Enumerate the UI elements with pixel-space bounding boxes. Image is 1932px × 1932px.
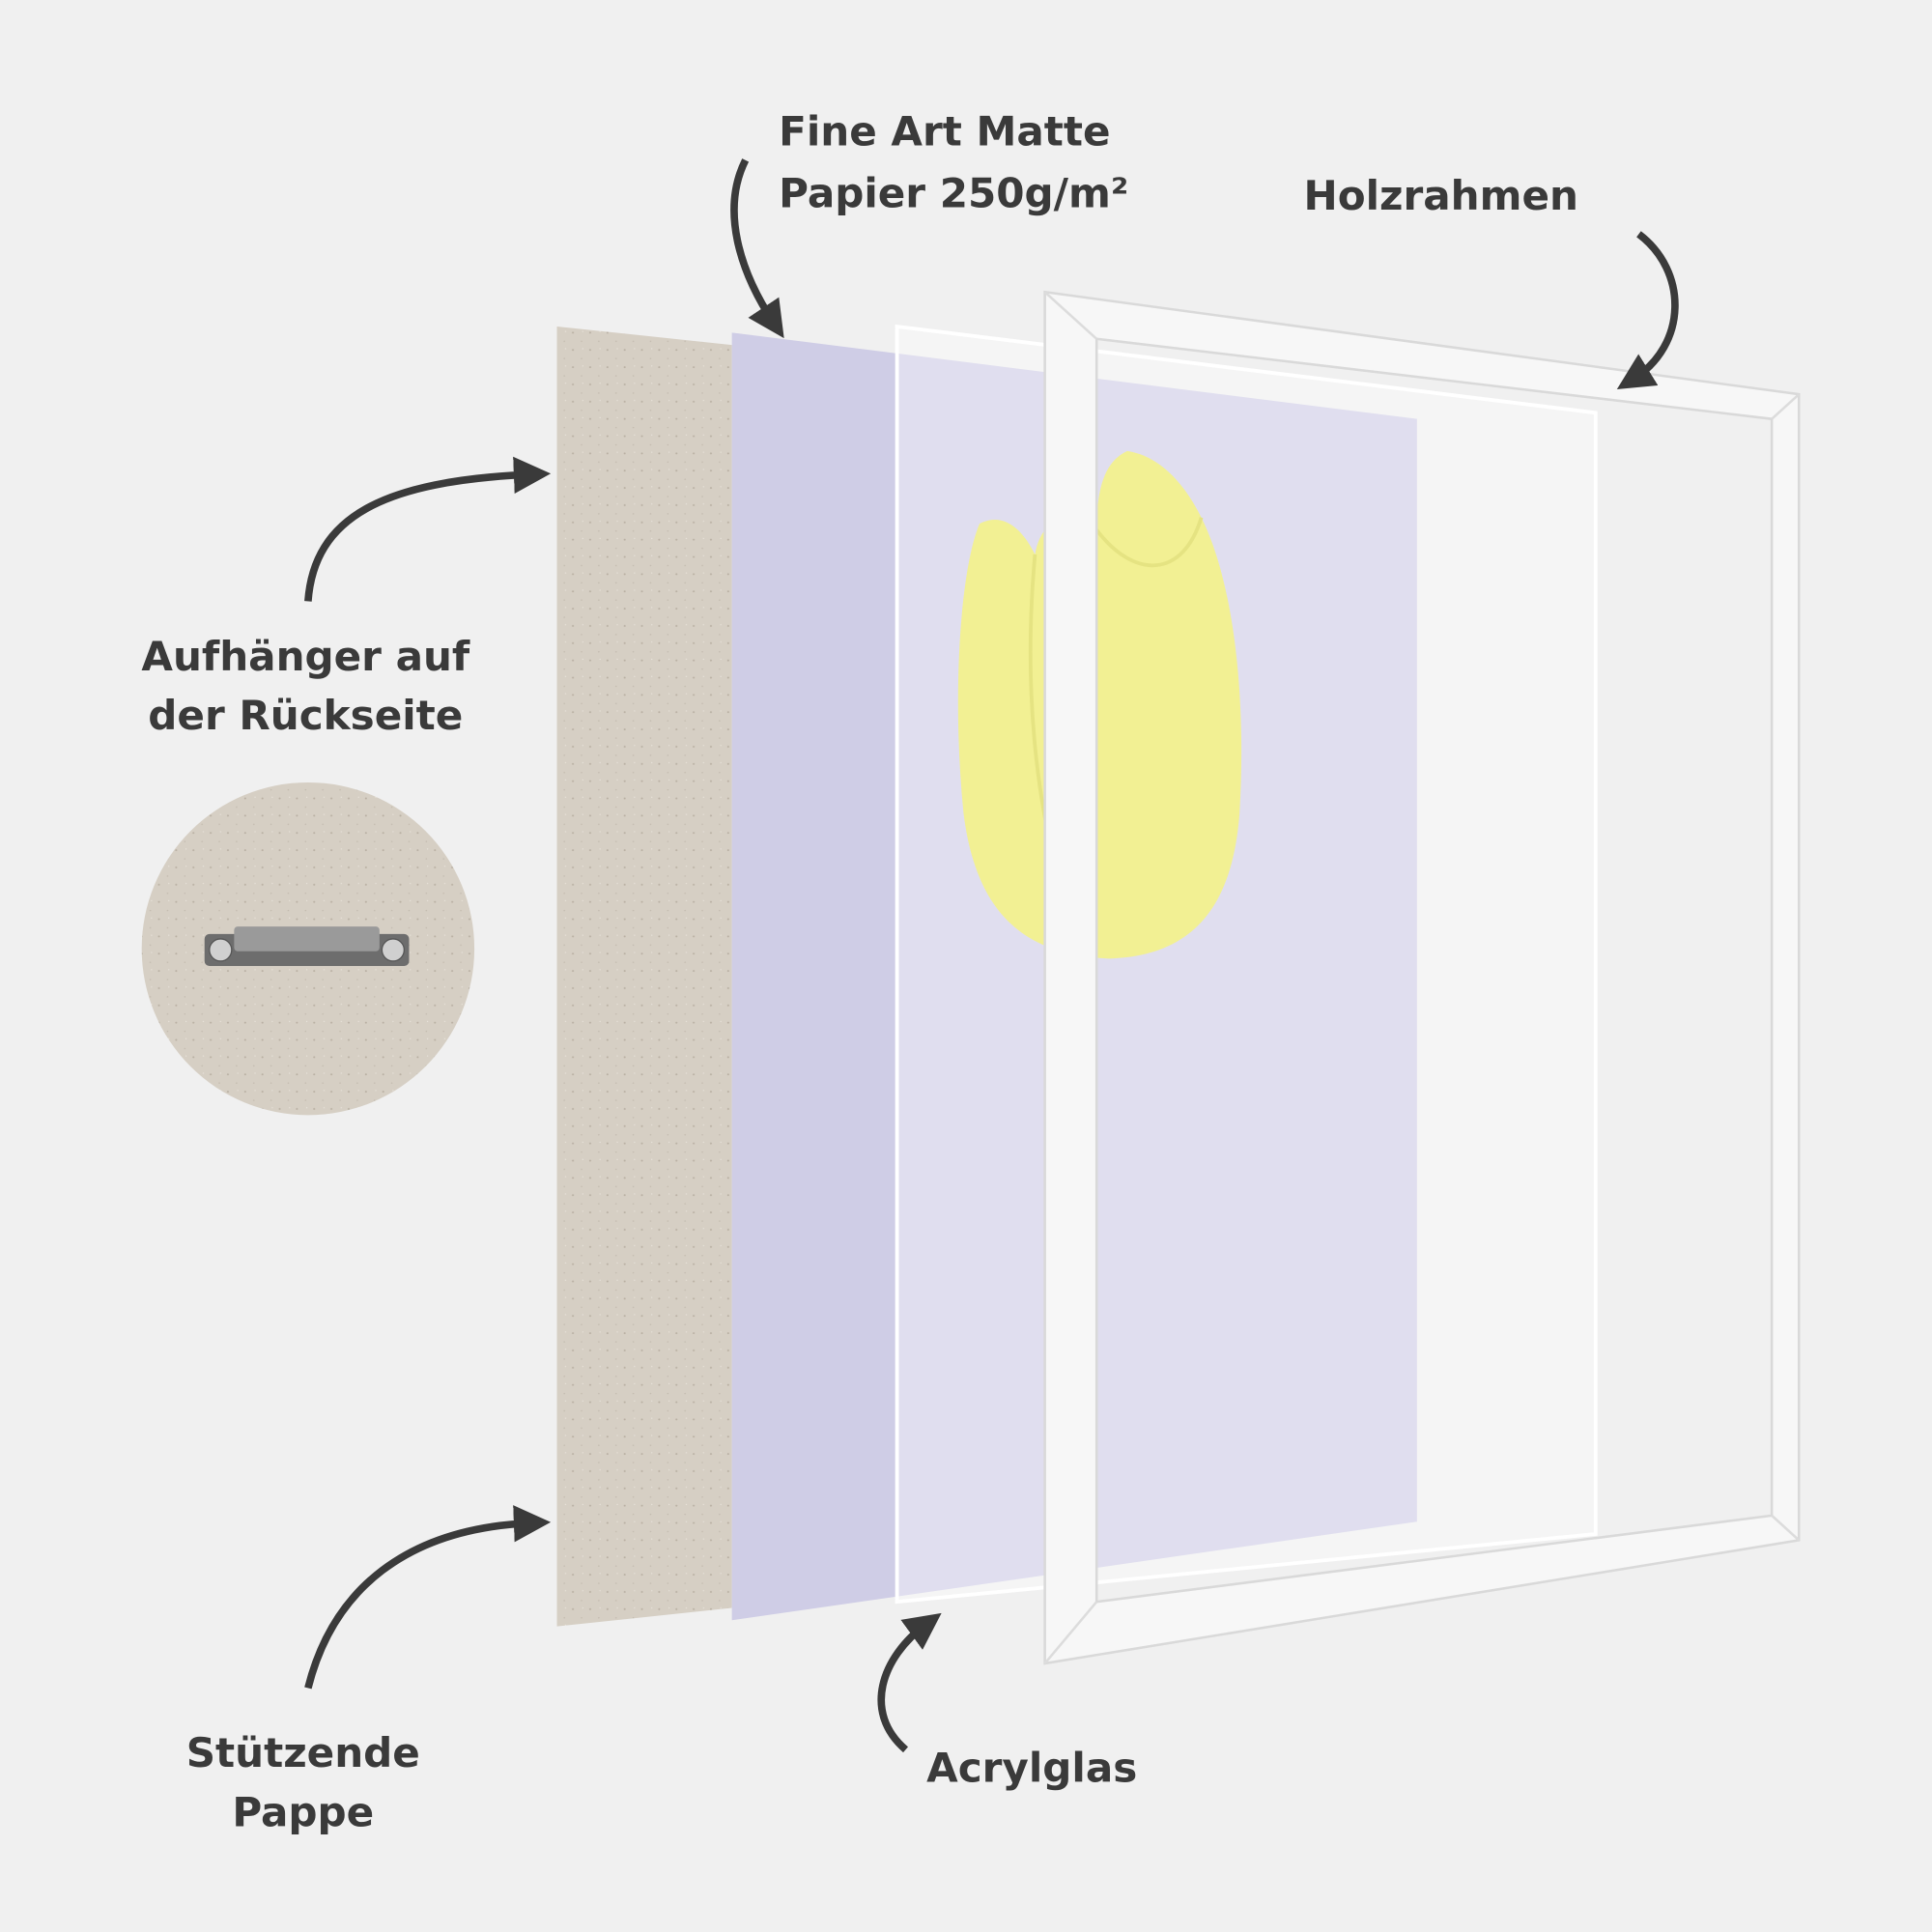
label-paper-line1: Fine Art Matte bbox=[779, 108, 1110, 156]
arrow-paper bbox=[730, 158, 784, 339]
arrow-acrylic bbox=[877, 1612, 942, 1753]
acrylic-glass bbox=[895, 324, 1598, 1605]
arrow-frame bbox=[1616, 231, 1679, 389]
label-hanger-line1: Aufhänger auf bbox=[141, 633, 470, 680]
label-cardboard-line2: Pappe bbox=[232, 1788, 374, 1835]
label-frame: Holzrahmen bbox=[1303, 172, 1577, 219]
label-acrylic: Acrylglas bbox=[926, 1744, 1137, 1791]
label-paper-line2: Papier 250g/m² bbox=[779, 169, 1128, 216]
hanger-detail bbox=[141, 781, 475, 1116]
arrow-hanger bbox=[304, 456, 552, 602]
arrow-cardboard bbox=[304, 1505, 552, 1690]
cardboard-backing bbox=[556, 327, 732, 1627]
label-cardboard-line1: Stützende bbox=[186, 1729, 420, 1776]
label-hanger-line2: der Rückseite bbox=[148, 692, 463, 739]
wooden-frame bbox=[1043, 290, 1801, 1665]
